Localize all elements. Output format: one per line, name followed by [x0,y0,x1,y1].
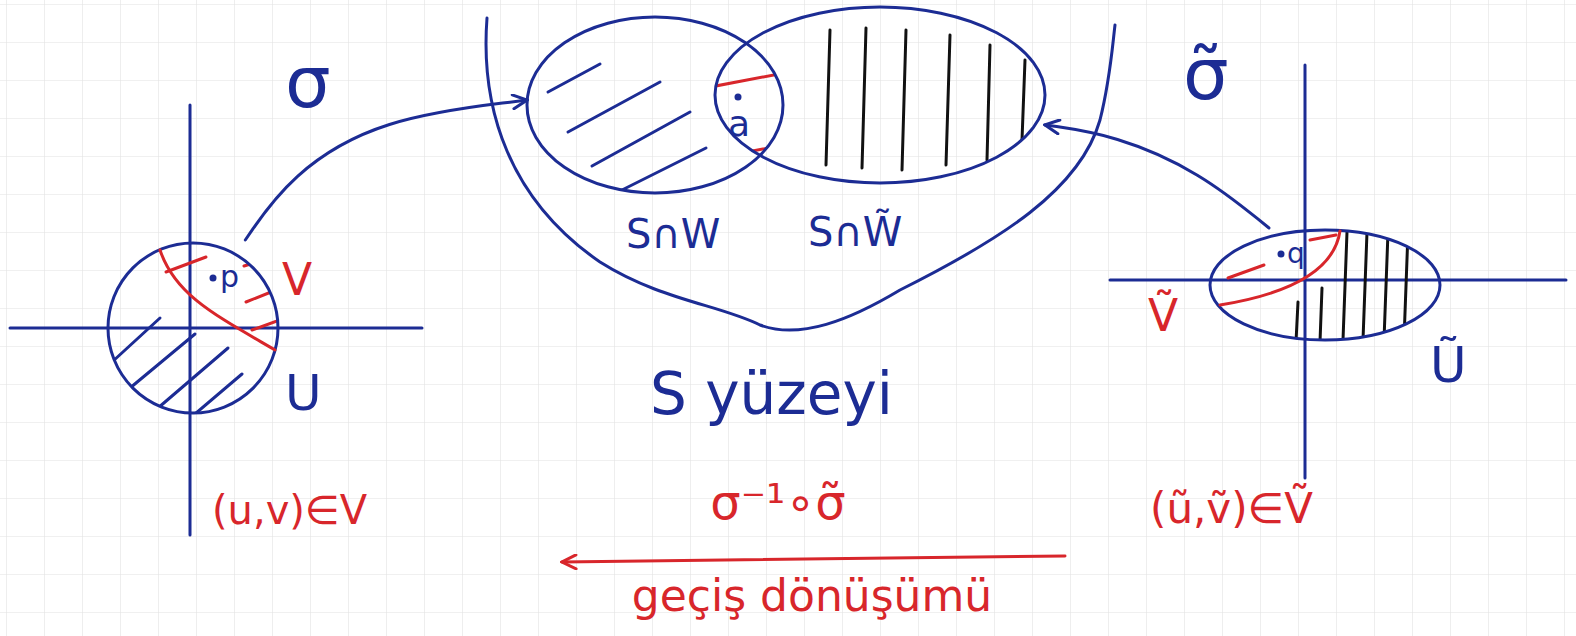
coordinate-label: (ũ,ṽ)∈Ṽ [1150,488,1313,530]
mapping-arrow [245,100,527,240]
map-name: σ̃ [1183,38,1229,110]
subdomain-region: pV [150,243,320,358]
hatching [1228,232,1408,342]
subdomain-name: Ṽ [1148,294,1178,338]
map-formula: σ⁻¹∘σ̃ [710,478,845,526]
point-dot [210,94,1285,282]
domain-name: U [285,368,322,418]
chart-domain: UpV [105,240,335,425]
subdomain-region: qṼ [1148,228,1342,350]
chart-domain: ŨqṼ [1208,228,1478,400]
point-name: q [1287,240,1305,268]
domain-name: Ũ [1430,340,1467,390]
region-name: S∩W [626,214,720,254]
point-name: p [220,262,239,292]
surface-name: S yüzeyi [650,365,893,423]
axes [10,65,1566,535]
surface-region: S yüzeyi S∩W S∩W̃ [470,10,1125,440]
transition-arrow [562,556,1065,562]
coordinate-label: (u,v)∈V [212,490,367,530]
hatching [826,28,1025,170]
subdomain-name: V [282,258,312,302]
point-name: a [728,106,750,142]
mapping-arrow [1045,125,1269,228]
region-name: S∩W̃ [808,212,902,252]
chart-image: S∩W̃ [715,7,1045,265]
map-name: geçiş dönüşümü [632,574,993,618]
map-name: σ [285,46,331,118]
